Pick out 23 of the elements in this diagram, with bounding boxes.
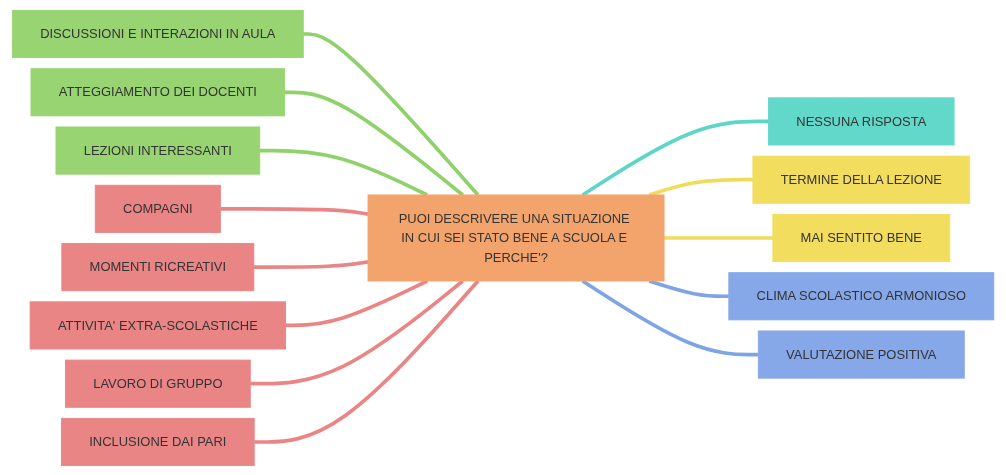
node-box: MOMENTI RICREATIVI [61, 242, 255, 291]
node-box: VALUTAZIONE POSITIVA [757, 330, 965, 379]
node-box: ATTIVITA' EXTRA-SCOLASTICHE [29, 300, 286, 349]
node-box: NESSUNA RISPOSTA [767, 96, 955, 145]
node-box: PUOI DESCRIVERE UNA SITUAZIONE IN CUI SEI STATO BENE A SCUOLA E PERCHE'? [367, 194, 665, 281]
connector [250, 279, 464, 386]
node-box: ATTEGGIAMENTO DEI DOCENTI [30, 67, 286, 116]
connector [284, 89, 464, 196]
connector [303, 31, 480, 196]
node-box: MAI SENTITO BENE [772, 213, 951, 262]
node-box: LAVORO DI GRUPPO [64, 359, 251, 408]
node-box: TERMINE DELLA LEZIONE [752, 155, 971, 204]
node-box: COMPAGNI [94, 184, 221, 233]
node-box: DISCUSSIONI E INTERAZIONI IN AULA [11, 9, 304, 58]
connector [220, 206, 369, 216]
node-box: CLIMA SCOLASTICO ARMONIOSO [728, 271, 995, 320]
node-box: LEZIONI INTERESSANTI [55, 126, 261, 175]
connector [254, 279, 480, 444]
connector [648, 177, 753, 197]
connector [253, 259, 369, 269]
connector [663, 235, 773, 240]
connector [581, 119, 769, 197]
node-box: INCLUSIONE DAI PARI [60, 417, 255, 466]
